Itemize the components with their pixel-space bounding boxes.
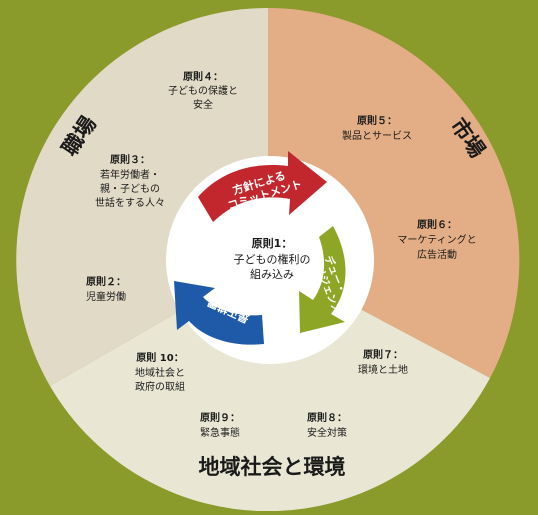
svg-text:広告活動: 広告活動 [417, 248, 457, 261]
svg-text:マーケティングと: マーケティングと [397, 233, 476, 246]
principle-6-label: 原則６： マーケティングと 広告活動 [397, 218, 476, 261]
svg-text:子どもの権利の: 子どもの権利の [234, 252, 311, 266]
community-title: 地域社会と環境 [199, 455, 346, 479]
svg-text:原則８：: 原則８： [307, 411, 347, 424]
svg-text:緊急事態: 緊急事態 [200, 426, 240, 439]
svg-text:児童労働: 児童労働 [86, 290, 126, 303]
svg-text:政府の取組: 政府の取組 [135, 380, 185, 393]
principle-5-label: 原則５： 製品とサービス [342, 114, 412, 142]
svg-text:原則５：: 原則５： [357, 114, 397, 127]
community-sector [50, 260, 490, 512]
principle-8-label: 原則８： 安全対策 [307, 411, 347, 439]
svg-text:原則７：: 原則７： [363, 348, 403, 361]
svg-text:原則 10：: 原則 10： [136, 351, 183, 364]
principle-3-label: 原則３： 若年労働者・ 親・子どもの 世話をする人々 [95, 153, 165, 209]
svg-text:原則３：: 原則３： [110, 153, 150, 166]
svg-text:親・子どもの: 親・子どもの [100, 182, 160, 195]
principle-1-label: 原則1： 子どもの権利の 組み込み [234, 236, 311, 281]
svg-text:安全: 安全 [193, 98, 213, 111]
svg-text:安全対策: 安全対策 [307, 426, 347, 439]
commitment-arrow [198, 151, 327, 222]
remedy-arrow [174, 281, 264, 345]
svg-text:若年労働者・: 若年労働者・ [100, 168, 160, 181]
due-diligence-arrow [299, 226, 346, 333]
svg-text:世話をする人々: 世話をする人々 [95, 196, 165, 209]
svg-text:組み込み: 組み込み [250, 268, 294, 281]
svg-text:原則1：: 原則1： [252, 236, 293, 250]
svg-text:原則４：: 原則４： [183, 70, 223, 83]
svg-text:原則２：: 原則２： [86, 275, 126, 288]
svg-text:地域社会と: 地域社会と [135, 366, 185, 379]
svg-text:原則９：: 原則９： [200, 411, 240, 424]
svg-text:製品とサービス: 製品とサービス [342, 129, 412, 142]
svg-text:子どもの保護と: 子どもの保護と [168, 84, 238, 97]
principle-2-label: 原則２： 児童労働 [86, 275, 126, 303]
principle-9-label: 原則９： 緊急事態 [200, 411, 240, 439]
svg-text:環境と土地: 環境と土地 [358, 363, 408, 376]
principle-7-label: 原則７： 環境と土地 [358, 348, 408, 376]
principle-10-label: 原則 10： 地域社会と 政府の取組 [135, 351, 185, 393]
svg-text:原則６：: 原則６： [417, 218, 457, 231]
principle-4-label: 原則４： 子どもの保護と 安全 [168, 70, 238, 111]
